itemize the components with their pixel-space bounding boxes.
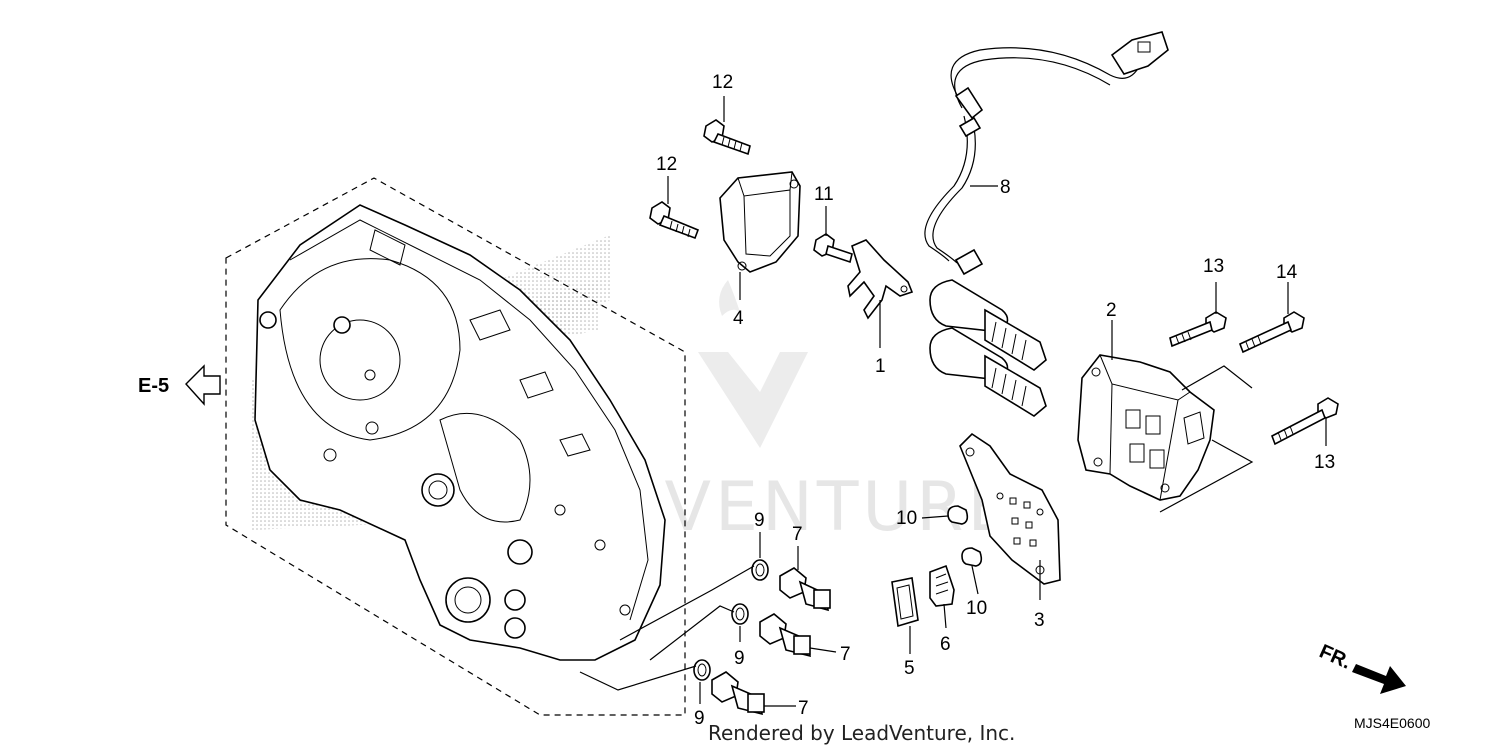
filter-part-6	[929, 564, 955, 607]
callout-2: 2	[1106, 300, 1117, 321]
callout-12-upper: 12	[712, 72, 733, 93]
o-ring-part-9-b	[731, 603, 749, 625]
render-credit: Rendered by LeadVenture, Inc.	[708, 721, 1015, 745]
callout-3: 3	[1034, 610, 1045, 631]
leader-lines	[579, 96, 1327, 707]
valve-body-part-2	[1077, 354, 1215, 501]
bolt-14	[1238, 311, 1305, 354]
arrow-right-icon	[1352, 664, 1406, 694]
bolt-13-lower	[1271, 397, 1339, 446]
callout-7-a: 7	[792, 524, 803, 545]
callout-5: 5	[904, 658, 915, 679]
callout-13-lower: 13	[1314, 452, 1335, 473]
diagram-code: MJS4E0600	[1354, 715, 1430, 731]
front-direction-indicator: FR.	[1316, 640, 1406, 694]
callout-12-lower: 12	[656, 154, 677, 175]
callout-11: 11	[814, 184, 834, 205]
bolt-11	[813, 233, 853, 264]
bolt-12-upper	[703, 119, 751, 156]
callout-13-upper: 13	[1203, 256, 1224, 277]
o-ring-part-9-c	[693, 659, 711, 681]
callout-8: 8	[1000, 177, 1011, 198]
callout-9-c: 9	[694, 708, 705, 729]
separator-plate-part-3	[959, 432, 1061, 585]
callout-7-c: 7	[798, 698, 809, 719]
pressure-switch-part-7-b	[759, 613, 811, 658]
callout-9-a: 9	[754, 510, 765, 531]
cover-part-4	[719, 171, 801, 273]
callout-1: 1	[875, 356, 886, 377]
orifice-part-10-lower	[961, 547, 983, 567]
callout-labels: 12 12 11 4 1 8 2 13 14 13 3 10 10 5 6 9 …	[656, 72, 1335, 729]
arrow-left-icon	[185, 364, 221, 406]
pressure-switch-part-7-c	[711, 671, 765, 716]
solenoid-harness-part-8	[924, 31, 1169, 417]
gasket-part-5	[891, 577, 919, 628]
callout-4: 4	[733, 308, 744, 329]
assembly-dashed-outline	[225, 177, 686, 716]
nav-ref-e5[interactable]: E-5	[138, 364, 221, 406]
callout-6: 6	[940, 634, 951, 655]
front-label: FR.	[1316, 640, 1354, 673]
callout-14: 14	[1276, 262, 1298, 283]
callout-7-b: 7	[840, 644, 851, 665]
crankcase-cover	[254, 204, 666, 661]
pressure-switch-part-7-a	[779, 567, 831, 612]
callout-10-lower: 10	[966, 598, 987, 619]
clip-part-1	[847, 239, 914, 320]
bolt-13-upper	[1169, 311, 1227, 348]
callout-9-b: 9	[734, 648, 745, 669]
bolt-12-lower	[649, 201, 700, 240]
nav-ref-label: E-5	[138, 375, 169, 397]
orifice-part-10-upper	[947, 505, 969, 525]
callout-10-upper: 10	[896, 508, 917, 529]
o-ring-part-9-a	[751, 559, 769, 581]
